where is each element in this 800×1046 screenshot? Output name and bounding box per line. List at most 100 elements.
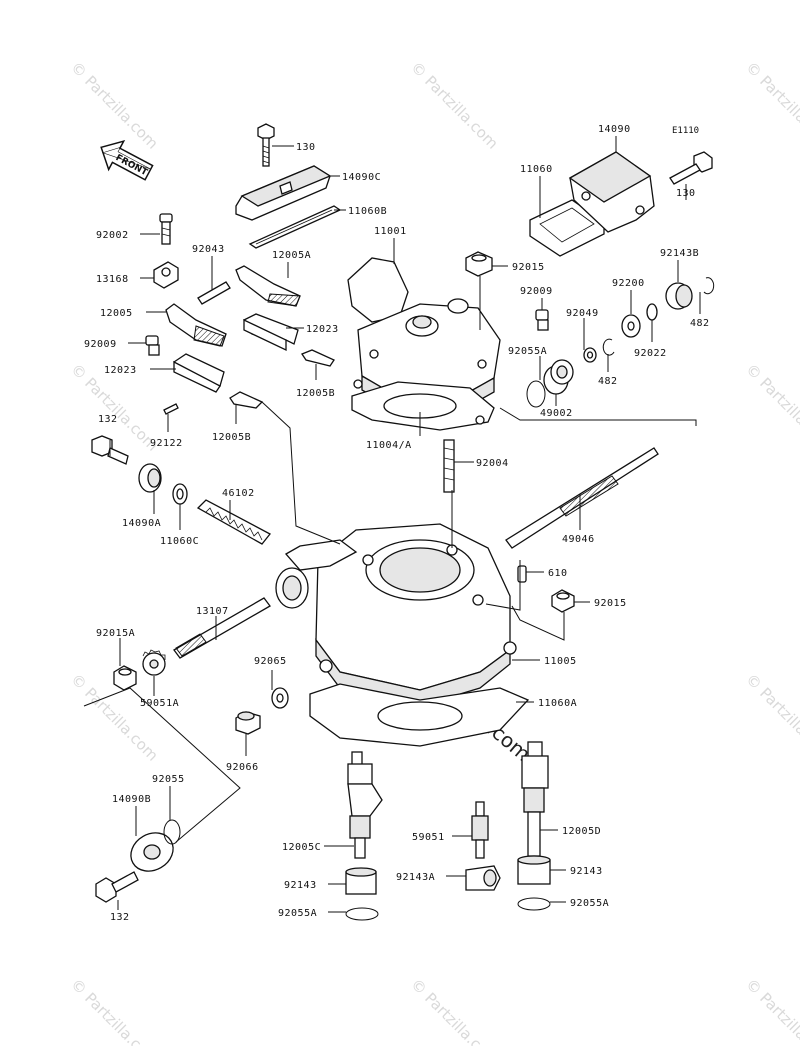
watermark-text: © Partzilla.com [742, 975, 800, 1046]
lever-12005a-icon [235, 265, 301, 307]
label-14090c: 14090C [342, 172, 381, 183]
label-610: 610 [548, 568, 568, 579]
collar-92143-left-icon [345, 867, 377, 895]
label-12005a: 12005A [272, 250, 311, 261]
watermark-text: © Partzilla.com [67, 58, 162, 153]
label-92015-mid: 92015 [594, 598, 627, 609]
oring-92055a-left-icon [345, 907, 379, 921]
base-gasket-11060a-icon [309, 683, 530, 747]
plug-92066-icon [235, 711, 261, 735]
label-92002: 92002 [96, 230, 129, 241]
label-11001: 11001 [374, 226, 407, 237]
nut-92015-mid-icon [551, 589, 575, 613]
pin-610-icon [517, 565, 527, 583]
label-92055a-right: 92055A [570, 898, 609, 909]
label-12005b-right: 12005B [296, 388, 335, 399]
label-13168: 13168 [96, 274, 129, 285]
cap-14090b-icon [130, 832, 174, 872]
part-labels: 130 14090C 11060B 92002 92043 12005A 131… [84, 124, 709, 923]
bolt-92009-left-icon [145, 335, 160, 356]
bolt-130-icon [257, 123, 275, 167]
block-13168-icon [153, 261, 179, 289]
label-12023-right: 12023 [306, 324, 339, 335]
oring-92055a-right-icon [517, 897, 551, 911]
washer-92200-icon [621, 314, 641, 338]
label-92143-left: 92143 [284, 880, 317, 891]
pin-92122-icon [163, 403, 179, 415]
label-92015-top: 92015 [512, 262, 545, 273]
label-92143-right: 92143 [570, 866, 603, 877]
label-92004: 92004 [476, 458, 509, 469]
cap-14090a-icon [138, 463, 162, 493]
seal-49002-icon [543, 359, 574, 395]
label-11060a: 11060A [538, 698, 577, 709]
head-gasket-11004a-icon [351, 379, 495, 431]
bolt-92009-right-icon [535, 309, 549, 331]
label-49046: 49046 [562, 534, 595, 545]
label-12005c: 12005C [282, 842, 321, 853]
washer-92065-icon [271, 687, 289, 709]
bracket-12023-left-icon [173, 353, 225, 393]
label-59051a: 59051A [140, 698, 179, 709]
label-92066: 92066 [226, 762, 259, 773]
label-46102: 46102 [222, 488, 255, 499]
label-130-right: 130 [676, 188, 696, 199]
cover-14090-icon [568, 151, 655, 233]
label-130-top: 130 [296, 142, 316, 153]
label-92200: 92200 [612, 278, 645, 289]
bolt-92002-icon [159, 213, 173, 245]
gear-59051a-icon [142, 649, 166, 676]
label-11060c: 11060C [160, 536, 199, 547]
label-14090a: 14090A [122, 518, 161, 529]
label-132-top: 132 [98, 414, 118, 425]
watermark-text: © Partzilla.com [407, 58, 502, 153]
pin-92043-icon [197, 281, 231, 305]
label-59051: 59051 [412, 832, 445, 843]
gasket-11060c-icon [172, 483, 188, 505]
label-132-bottom: 132 [110, 912, 130, 923]
rod-49046-icon [505, 447, 659, 549]
bracket-12023-right-icon [243, 313, 299, 352]
label-11060b: 11060B [348, 206, 387, 217]
label-49002: 49002 [540, 408, 573, 419]
label-92022: 92022 [634, 348, 667, 359]
label-12005d: 12005D [562, 826, 601, 837]
bushing-92022-icon [646, 303, 658, 321]
label-92055: 92055 [152, 774, 185, 785]
clip-12005b-left-icon [229, 391, 264, 409]
label-92043: 92043 [192, 244, 225, 255]
watermark-text: © Partzilla.com [742, 670, 800, 765]
shaft-59051-icon [471, 801, 489, 859]
bolt-132-bottom-icon [95, 871, 139, 903]
cylinder-11005-icon [275, 523, 517, 707]
label-92055a-left: 92055A [278, 908, 317, 919]
bolt-130-right-icon [669, 151, 713, 185]
label-14090: 14090 [598, 124, 631, 135]
watermark-text: © Partzilla.com [742, 360, 800, 455]
label-92055a-top: 92055A [508, 346, 547, 357]
label-13107: 13107 [196, 606, 229, 617]
clip-12005b-right-icon [301, 349, 335, 367]
label-92015a: 92015A [96, 628, 135, 639]
label-14090b: 14090B [112, 794, 151, 805]
label-11005: 11005 [544, 656, 577, 667]
gasket-11060-icon [529, 199, 605, 257]
watermark-text: © Partzilla.com [67, 975, 162, 1046]
label-11004a: 11004/A [366, 440, 412, 451]
label-92122: 92122 [150, 438, 183, 449]
watermark-text: © Partzilla.com [742, 58, 800, 153]
shaft-12005c-icon [347, 751, 383, 859]
circlip-482-right-icon [703, 277, 715, 295]
label-12005: 12005 [100, 308, 133, 319]
bolt-132-top-icon [91, 435, 129, 465]
label-482-left: 482 [598, 376, 618, 387]
label-92143b: 92143B [660, 248, 699, 259]
label-92049: 92049 [566, 308, 599, 319]
watermark-text: © Partzilla.com [407, 975, 502, 1046]
diagram-code: E1110 [672, 126, 699, 136]
shaft-13107-icon [173, 597, 271, 659]
washer-92049-icon [583, 347, 597, 363]
oring-92055a-top-icon [526, 380, 546, 408]
label-92009-left: 92009 [84, 339, 117, 350]
